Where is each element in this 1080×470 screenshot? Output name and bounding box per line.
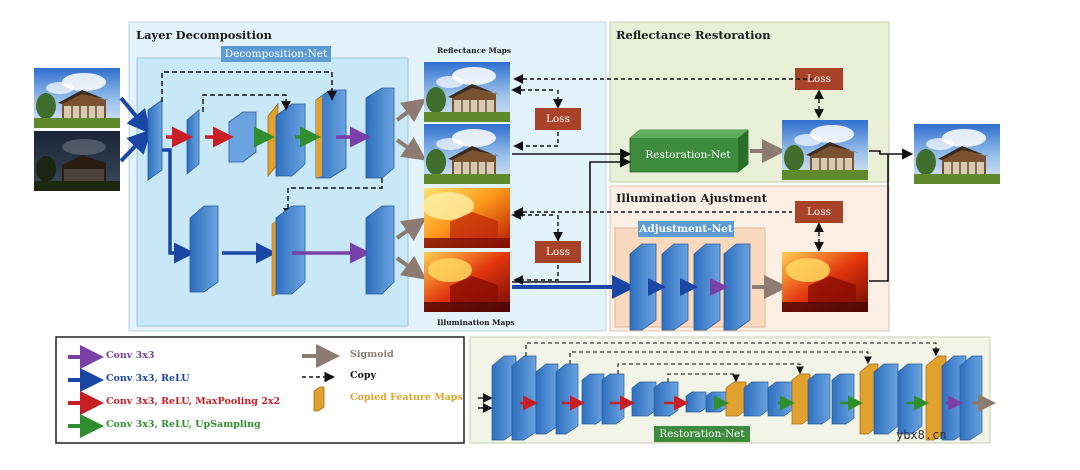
decomposition-bottom-branch	[162, 148, 395, 297]
watermark: ybx8.cn	[896, 428, 947, 442]
legend-conv-text: Conv 3x3	[106, 350, 155, 361]
illumination-map-1	[422, 188, 510, 248]
legend-conv-relu-text: Conv 3x3, ReLU	[106, 373, 190, 384]
legend-icons	[68, 344, 340, 438]
legend-copy-text: Copy	[350, 370, 377, 381]
input-image-normal	[33, 67, 121, 129]
loss-label-illumination: Loss	[545, 246, 571, 258]
legend-copied-icon	[313, 386, 325, 412]
legend-sigmoid-text: Sigmoid	[350, 349, 394, 360]
panel-title-layer-decomposition: Layer Decomposition	[136, 28, 272, 42]
input-image-low-light	[34, 131, 120, 191]
output-image	[913, 123, 1001, 185]
reflectance-map-2	[423, 123, 511, 185]
adjusted-illumination-image	[782, 252, 868, 312]
decomposition-net-label: Decomposition-Net	[221, 46, 331, 62]
restored-reflectance-image	[781, 119, 869, 181]
decomposition-top-branch	[147, 71, 395, 218]
illumination-maps-label: Illumination Maps	[437, 318, 515, 327]
adjustment-net-layers	[512, 243, 788, 331]
sigmoid-arrows	[395, 98, 427, 280]
reflectance-maps-label: Reflectance Maps	[437, 46, 512, 55]
loss-box-adjustment	[795, 201, 843, 223]
reflectance-map-1	[423, 61, 511, 123]
restoration-net-label: Restoration-Net	[645, 149, 731, 161]
restoration-unet	[478, 342, 996, 441]
panel-title-illumination-adjustment: Illumination Ajustment	[616, 191, 767, 205]
input-arrow-top	[119, 96, 152, 135]
loss-box-restoration	[795, 68, 843, 90]
loss-box-reflectance	[535, 108, 581, 130]
legend-box	[55, 336, 465, 444]
adjustment-net-label: Adjustment-Net	[638, 221, 734, 237]
loss-label-restoration: Loss	[806, 73, 832, 85]
input-arrow-bottom	[119, 129, 152, 163]
data-flow-lines	[512, 148, 914, 283]
legend-copied-text: Copied Feature Maps	[350, 392, 463, 403]
panel-title-reflectance-restoration: Reflectance Restoration	[616, 28, 771, 42]
legend-conv-relu-pool-text: Conv 3x3, ReLU, MaxPooling 2x2	[106, 396, 281, 407]
restoration-net-detail-label: Restoration-Net	[654, 426, 750, 442]
illumination-map-2	[424, 252, 510, 312]
loss-label-reflectance: Loss	[545, 113, 571, 125]
loss-box-illumination	[535, 241, 581, 263]
loss-connections	[511, 74, 824, 285]
legend-conv-relu-up-text: Conv 3x3, ReLU, UpSampling	[106, 419, 261, 430]
loss-label-adjustment: Loss	[806, 206, 832, 218]
